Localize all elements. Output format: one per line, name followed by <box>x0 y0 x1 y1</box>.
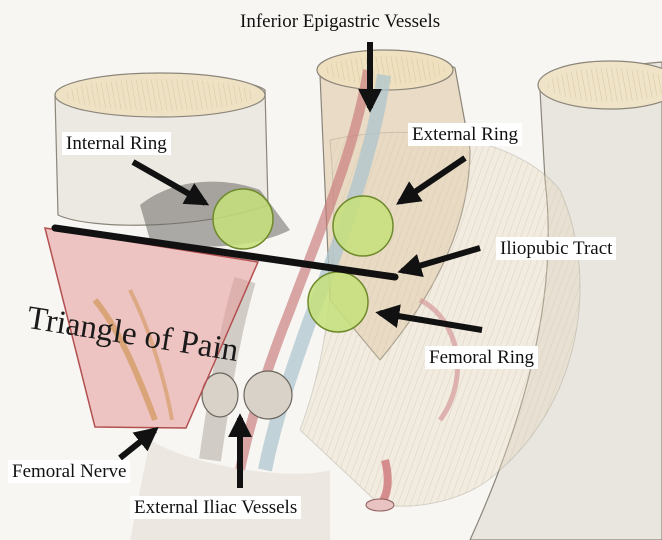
label-external-iliac: External Iliac Vessels <box>130 496 301 519</box>
internal-ring-circle <box>213 189 273 249</box>
label-internal-ring: Internal Ring <box>62 132 171 155</box>
label-inferior-epigastric: Inferior Epigastric Vessels <box>240 12 440 31</box>
label-external-ring: External Ring <box>408 123 522 146</box>
label-femoral-ring: Femoral Ring <box>425 346 538 369</box>
label-iliopubic-tract: Iliopubic Tract <box>496 237 616 260</box>
label-femoral-nerve: Femoral Nerve <box>8 460 130 483</box>
external-ring-circle <box>333 196 393 256</box>
femoral-ring-circle <box>308 272 368 332</box>
